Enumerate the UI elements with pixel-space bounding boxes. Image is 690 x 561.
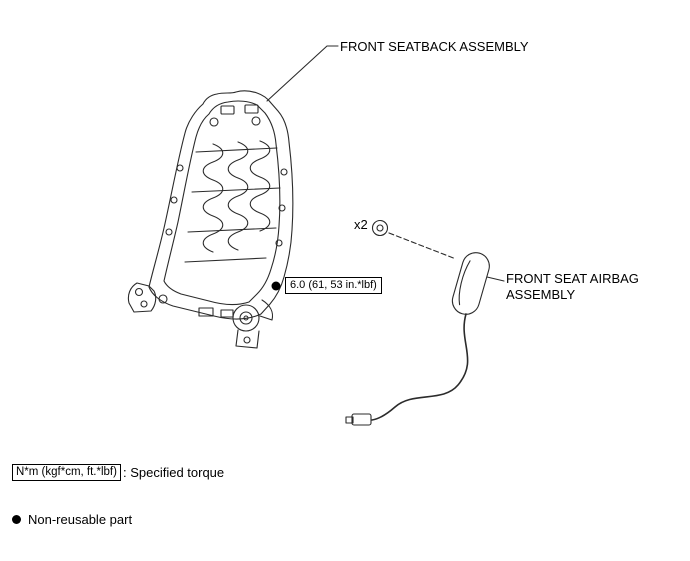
seatback-leader-line (266, 45, 339, 102)
seat-springs-drawing (184, 140, 281, 263)
wire-connector-drawing (351, 413, 372, 426)
airbag-leader-line (486, 276, 505, 282)
airbag-assembly-label: FRONT SEAT AIRBAG ASSEMBLY (506, 271, 639, 303)
seatback-assembly-label: FRONT SEATBACK ASSEMBLY (340, 39, 529, 54)
airbag-label-line1: FRONT SEAT AIRBAG (506, 271, 639, 286)
bolt-dashed-line (388, 232, 457, 260)
bolt-icon (371, 219, 389, 237)
seatback-frame-drawing (127, 90, 294, 349)
airbag-label-line2: ASSEMBLY (506, 287, 576, 302)
non-reusable-text: Non-reusable part (28, 512, 133, 527)
torque-legend-text: : Specified torque (122, 465, 225, 480)
recliner-drawing (232, 299, 274, 349)
airbag-module-drawing (451, 252, 490, 315)
non-reusable-dot (271, 281, 281, 291)
torque-unit-box: N*m (kgf*cm, ft.*lbf) (12, 464, 121, 481)
left-bracket-drawing (127, 282, 168, 313)
non-reusable-dot-icon (12, 515, 21, 524)
airbag-wire-drawing (345, 313, 469, 426)
non-reusable-legend: Non-reusable part (12, 512, 132, 527)
bolt-quantity-label: x2 (354, 217, 368, 232)
torque-spec-box: 6.0 (61, 53 in.*lbf) (285, 277, 382, 294)
leader-lines (266, 45, 505, 282)
torque-legend: N*m (kgf*cm, ft.*lbf) : Specified torque (12, 464, 224, 481)
